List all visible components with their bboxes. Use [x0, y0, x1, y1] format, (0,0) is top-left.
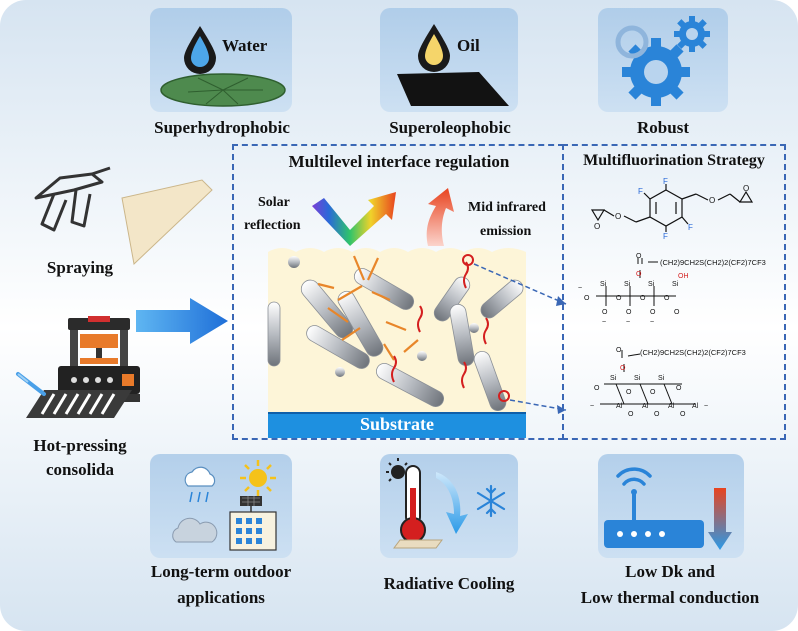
- fluoro-benzene-molecule: F F F F O O O O: [590, 177, 754, 241]
- lowdk-label-2: Low thermal conduction: [580, 588, 760, 607]
- hot-pressing-label-1: Hot-pressing: [33, 436, 127, 455]
- mid-ir-arrow-icon: [426, 188, 454, 246]
- oil-plate-icon: [397, 72, 509, 106]
- router-icon: [604, 467, 704, 548]
- svg-text:O: O: [674, 309, 680, 316]
- svg-text:O: O: [676, 385, 682, 392]
- o-atom-2: O: [615, 212, 621, 221]
- o-atom-4: O: [594, 222, 600, 231]
- o-atom-1: O: [709, 196, 715, 205]
- fluorination-panel: [562, 144, 786, 440]
- al-atom-1: Al: [616, 403, 623, 410]
- o-atom-link-1: O: [636, 271, 642, 278]
- hot-pressing-label-2: consolida: [45, 460, 115, 479]
- oil-tag: Oil: [457, 36, 480, 55]
- f-atom-1: F: [663, 177, 668, 186]
- cloud-icon: [172, 517, 218, 543]
- pressed-film-icon: [16, 372, 132, 418]
- solar-reflection-icon: [312, 192, 396, 246]
- al-atom-3: Al: [668, 403, 675, 410]
- superoleophobic-label: Superoleophobic: [389, 118, 511, 137]
- water-drop-icon: [184, 26, 216, 74]
- mid-ir-label-1: Mid infrared: [468, 200, 546, 215]
- svg-text:O: O: [626, 389, 632, 396]
- al-atom-4: Al: [692, 403, 699, 410]
- o-atom-3: O: [743, 184, 749, 193]
- mid-ir-label-2: emission: [480, 224, 532, 239]
- spraying-label: Spraying: [46, 258, 114, 277]
- superhydrophobic-label: Superhydrophobic: [154, 118, 290, 137]
- substrate-layer: [268, 412, 526, 438]
- svg-text:O: O: [602, 309, 608, 316]
- water-tag: Water: [222, 36, 268, 55]
- solar-label-1: Solar: [258, 195, 290, 210]
- aluminosilicate-molecule: O O Si Si Si O O O O Al Al Al Al ~ ~ O O O: [590, 347, 708, 418]
- svg-text:O: O: [650, 309, 656, 316]
- si-atom-6: Si: [634, 375, 641, 382]
- si-atom-1: Si: [600, 281, 607, 288]
- svg-text:O: O: [584, 295, 590, 302]
- si-atom-4: Si: [672, 281, 679, 288]
- sun-icon: [240, 460, 276, 496]
- svg-text:O: O: [626, 309, 632, 316]
- spray-gun-icon: [34, 166, 111, 232]
- si-atom-3: Si: [648, 281, 655, 288]
- radiative-label: Radiative Cooling: [383, 574, 515, 593]
- svg-text:~: ~: [578, 285, 582, 292]
- svg-text:O: O: [664, 295, 670, 302]
- al-atom-2: Al: [642, 403, 649, 410]
- si-atom-2: Si: [624, 281, 631, 288]
- svg-text:O: O: [640, 295, 646, 302]
- coating-layer: [267, 248, 526, 420]
- building-icon: [229, 496, 277, 551]
- f-atom-3: F: [638, 187, 643, 196]
- lowdk-label-1: Low Dk and: [625, 562, 715, 581]
- svg-text:O: O: [680, 411, 686, 418]
- robust-label: Robust: [637, 118, 689, 137]
- temperature-down-icon: [708, 488, 732, 550]
- gears-icon: [615, 16, 710, 106]
- svg-text:O: O: [594, 385, 600, 392]
- solar-label-2: reflection: [244, 218, 301, 233]
- cooling-arrow-icon: [436, 472, 468, 534]
- f-atom-2: F: [688, 223, 693, 232]
- si-atom-7: Si: [658, 375, 665, 382]
- svg-text:O: O: [616, 295, 622, 302]
- lily-pad-icon: [160, 73, 286, 107]
- svg-text:O: O: [654, 411, 660, 418]
- oh-group: OH: [678, 273, 689, 280]
- rain-cloud-icon: [184, 466, 216, 503]
- process-arrow-icon: [136, 298, 228, 344]
- svg-text:~: ~: [626, 319, 630, 326]
- outdoor-label-1: Long-term outdoor: [150, 562, 292, 581]
- fluorination-title: Multifluorination Strategy: [583, 152, 765, 169]
- snowflake-icon: [476, 484, 506, 518]
- svg-text:~: ~: [602, 319, 606, 326]
- svg-text:O: O: [628, 411, 634, 418]
- si-atom-5: Si: [610, 375, 617, 382]
- svg-text:~: ~: [704, 403, 708, 410]
- f-atom-4: F: [663, 232, 668, 241]
- fluoro-chain-2: (CH2)9CH2S(CH2)2(CF2)7CF3: [640, 348, 746, 357]
- outdoor-label-2: applications: [177, 588, 265, 607]
- sprayed-sheet-icon: [121, 179, 213, 265]
- svg-text:O: O: [636, 253, 642, 260]
- oil-drop-icon: [418, 24, 450, 72]
- fluoro-chain-1: (CH2)9CH2S(CH2)2(CF2)7CF3: [660, 258, 766, 267]
- substrate-label: Substrate: [359, 414, 434, 434]
- o-atom-link-2: O: [620, 365, 626, 372]
- svg-text:~: ~: [590, 403, 594, 410]
- svg-text:O: O: [650, 389, 656, 396]
- svg-text:~: ~: [650, 319, 654, 326]
- interface-title: Multilevel interface regulation: [288, 152, 510, 171]
- svg-text:O: O: [616, 347, 622, 354]
- thermometer-sun-icon: [386, 458, 443, 549]
